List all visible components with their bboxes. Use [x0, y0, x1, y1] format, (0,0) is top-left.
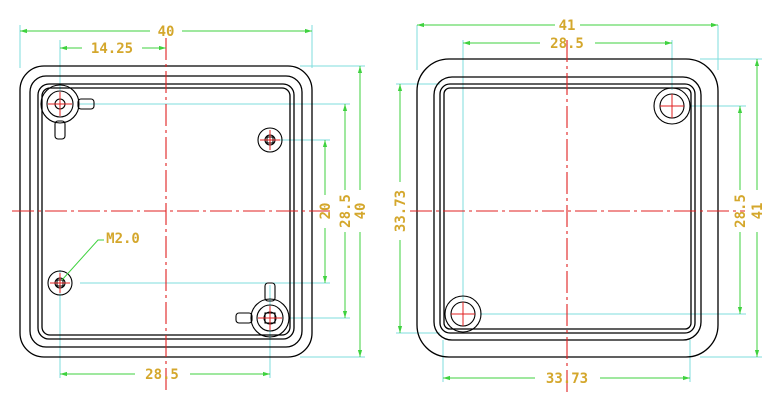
left-dimension-lines [20, 28, 363, 377]
right-width-dimension: 41 [559, 18, 576, 34]
right-view: 41 28.5 33.73 33.73 28.5 41 [393, 18, 766, 392]
left-inner-spacing-dimension: 20 [318, 203, 334, 220]
right-bottom-dimension: 33.73 [546, 371, 588, 387]
left-boss-bottom-right [235, 282, 290, 338]
left-center-lines [12, 38, 330, 390]
left-extension-lines [19, 25, 365, 378]
right-center-lines [410, 40, 745, 392]
left-vertical-spacing-dimension: 28.5 [338, 194, 354, 228]
left-height-dimension: 40 [353, 203, 369, 220]
right-hole-spacing-dimension: 28.5 [550, 36, 584, 52]
right-height-dimension: 41 [750, 203, 766, 220]
left-hole-crosshairs [48, 92, 282, 330]
right-dimension-lines [397, 22, 760, 381]
left-width-dimension: 40 [158, 24, 175, 40]
left-boss-top-left [40, 84, 95, 140]
right-hole-crosshairs [451, 94, 684, 326]
right-vertical-spacing-dimension: 28.5 [733, 194, 749, 228]
left-view: 40 14.25 28.5 M2.0 40 28.5 20 [12, 24, 369, 390]
left-thread-callout: M2.0 [106, 231, 140, 247]
left-hole-offset-dimension: 14.25 [91, 41, 133, 57]
left-bottom-spacing-dimension: 28.5 [145, 367, 179, 383]
right-left-height-dimension: 33.73 [393, 190, 409, 232]
